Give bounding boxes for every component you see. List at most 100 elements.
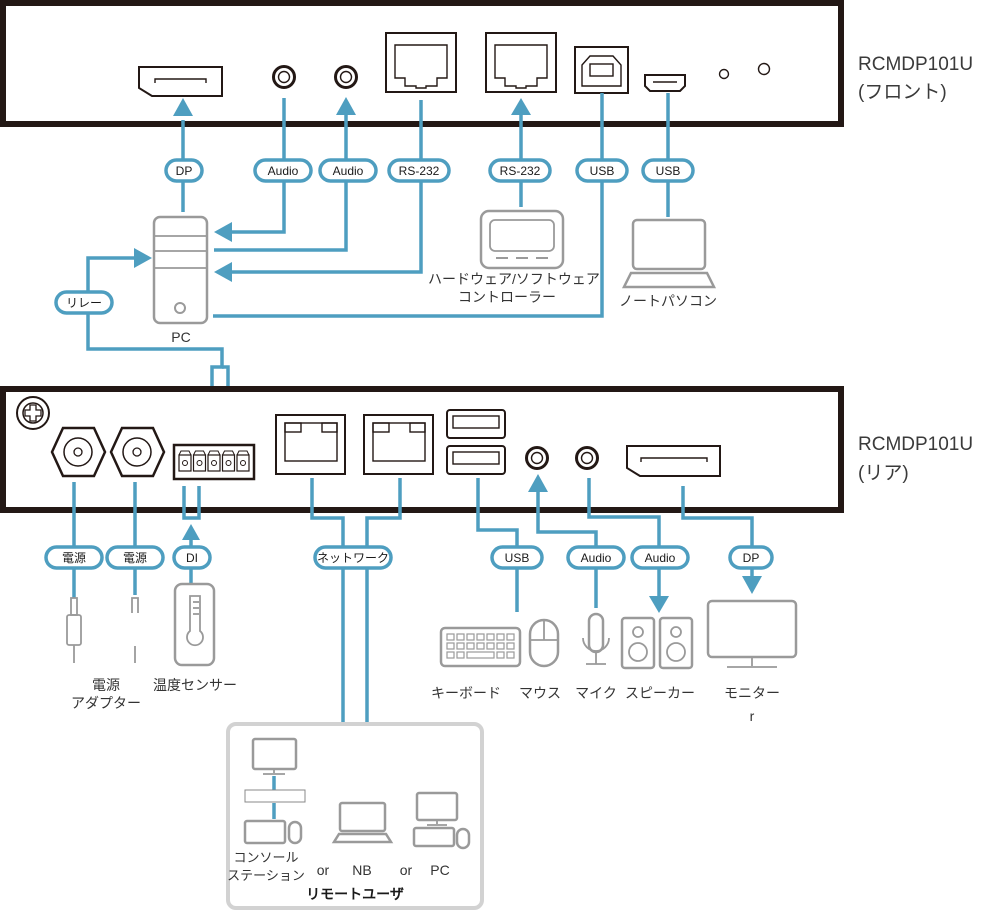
svg-text:USB: USB	[590, 164, 615, 178]
monitor-label-line2: r	[750, 708, 755, 724]
keyboard-icon	[439, 626, 522, 668]
mouse-label: マウス	[519, 685, 561, 701]
svg-text:RS-232: RS-232	[500, 164, 541, 178]
front-led-2	[757, 62, 771, 76]
svg-text:RS-232: RS-232	[399, 164, 440, 178]
rear-model-label: RCMDP101U	[858, 434, 973, 455]
keyboard-key	[496, 651, 505, 659]
rear-speaker-pill: Audio	[630, 545, 690, 570]
svg-text:DP: DP	[743, 551, 760, 565]
rear-power2-pill: 電源	[105, 545, 165, 570]
remote-notebook-icon	[331, 801, 394, 844]
front-audio-port-2	[334, 65, 358, 89]
svg-text:DP: DP	[176, 164, 193, 178]
terminal-pin	[221, 450, 236, 472]
relay-pill: リレー	[54, 290, 114, 315]
keyboard-key	[506, 633, 515, 641]
monitor-label-line1: モニター	[724, 685, 780, 701]
keyboard-key	[456, 633, 465, 641]
svg-text:Audio: Audio	[333, 164, 364, 178]
temperature-sensor-label: 温度センサー	[153, 677, 237, 693]
remote-pc-label: PC	[430, 862, 449, 878]
terminal-pin	[236, 450, 250, 472]
ground-terminal-icon	[16, 396, 50, 430]
speaker-icon	[620, 616, 694, 670]
temperature-sensor-icon	[173, 582, 216, 667]
power-plug-icon-2	[131, 597, 139, 663]
console-station-label-line1: コンソール	[233, 850, 298, 865]
keyboard-key	[456, 642, 465, 650]
svg-text:ネットワーク: ネットワーク	[317, 551, 389, 565]
rear-mic-pill: Audio	[566, 545, 626, 570]
remote-pc-icon	[412, 791, 471, 850]
notebook-label: ノートパソコン	[619, 293, 717, 309]
rear-audio-port-mic	[525, 446, 549, 470]
rear-mic-link	[528, 474, 598, 608]
front-rs232-port-1	[385, 32, 457, 93]
controller-icon	[479, 209, 565, 270]
nb-label: NB	[352, 862, 371, 878]
keyboard-spacebar	[466, 651, 495, 659]
keyboard-key	[446, 642, 455, 650]
rear-usb-pill: USB	[490, 545, 544, 570]
rear-lan-port-1	[275, 414, 346, 475]
keyboard-key	[496, 642, 505, 650]
front-rs232-pc-link	[214, 100, 423, 282]
console-station-icon	[243, 737, 306, 845]
keyboard-key	[466, 633, 475, 641]
keyboard-key	[486, 642, 495, 650]
power-adapter-label-line1: 電源	[92, 677, 120, 693]
rear-network-link	[310, 478, 402, 724]
pc-tower-icon	[152, 215, 209, 325]
front-rs232-controller-link	[511, 98, 531, 207]
front-usb-notebook-pill: USB	[641, 158, 695, 183]
front-audio-out-pill: Audio	[253, 158, 313, 183]
keyboard-key	[446, 633, 455, 641]
rear-audio-port-speaker	[575, 446, 599, 470]
keyboard-key	[486, 633, 495, 641]
mouse-icon	[528, 618, 560, 668]
rear-usb-link	[476, 478, 519, 612]
power-plug-icon	[66, 597, 82, 663]
pc-label: PC	[171, 329, 190, 345]
svg-text:USB: USB	[656, 164, 681, 178]
rear-network-pill: ネットワーク	[313, 545, 393, 570]
front-usb-pc-pill: USB	[575, 158, 629, 183]
front-dp-port	[138, 66, 223, 97]
mic-label: マイク	[575, 685, 617, 701]
svg-text:Audio: Audio	[645, 551, 676, 565]
front-rs232-controller-pill: RS-232	[488, 158, 552, 183]
rear-dp-port	[626, 445, 721, 477]
svg-text:電源: 電源	[123, 551, 147, 565]
rear-power1-pill: 電源	[44, 545, 104, 570]
keyboard-key	[496, 633, 505, 641]
keyboard-key	[506, 642, 515, 650]
rear-side-label: (リア)	[858, 463, 909, 484]
terminal-pin	[192, 450, 207, 472]
svg-text:USB: USB	[505, 551, 530, 565]
or-label-1: or	[317, 862, 330, 878]
speaker-label: スピーカー	[625, 685, 695, 701]
front-audio-in-pill: Audio	[318, 158, 378, 183]
power-adapter-label-line2: アダプター	[71, 695, 141, 711]
remote-users-title: リモートユーザ	[306, 886, 404, 902]
rear-power-port-1	[50, 426, 107, 478]
notebook-icon	[621, 218, 717, 289]
controller-label-line1: ハードウェア/ソフトウェア	[428, 271, 600, 287]
front-led-1	[718, 68, 730, 80]
front-dp-link	[173, 98, 193, 212]
rear-lan-port-2	[363, 414, 434, 475]
console-station-label-line2: ステーション	[227, 868, 305, 883]
monitor-icon	[706, 599, 798, 668]
front-rs232-pc-pill: RS-232	[387, 158, 451, 183]
keyboard-key	[476, 633, 485, 641]
svg-text:Audio: Audio	[581, 551, 612, 565]
front-audio-port-1	[272, 65, 296, 89]
svg-text:DI: DI	[186, 551, 198, 565]
keyboard-key	[466, 642, 475, 650]
keyboard-key	[446, 651, 455, 659]
or-label-2: or	[400, 862, 413, 878]
svg-text:電源: 電源	[62, 551, 86, 565]
front-audio-out-link	[214, 98, 286, 242]
microphone-icon	[582, 612, 610, 665]
